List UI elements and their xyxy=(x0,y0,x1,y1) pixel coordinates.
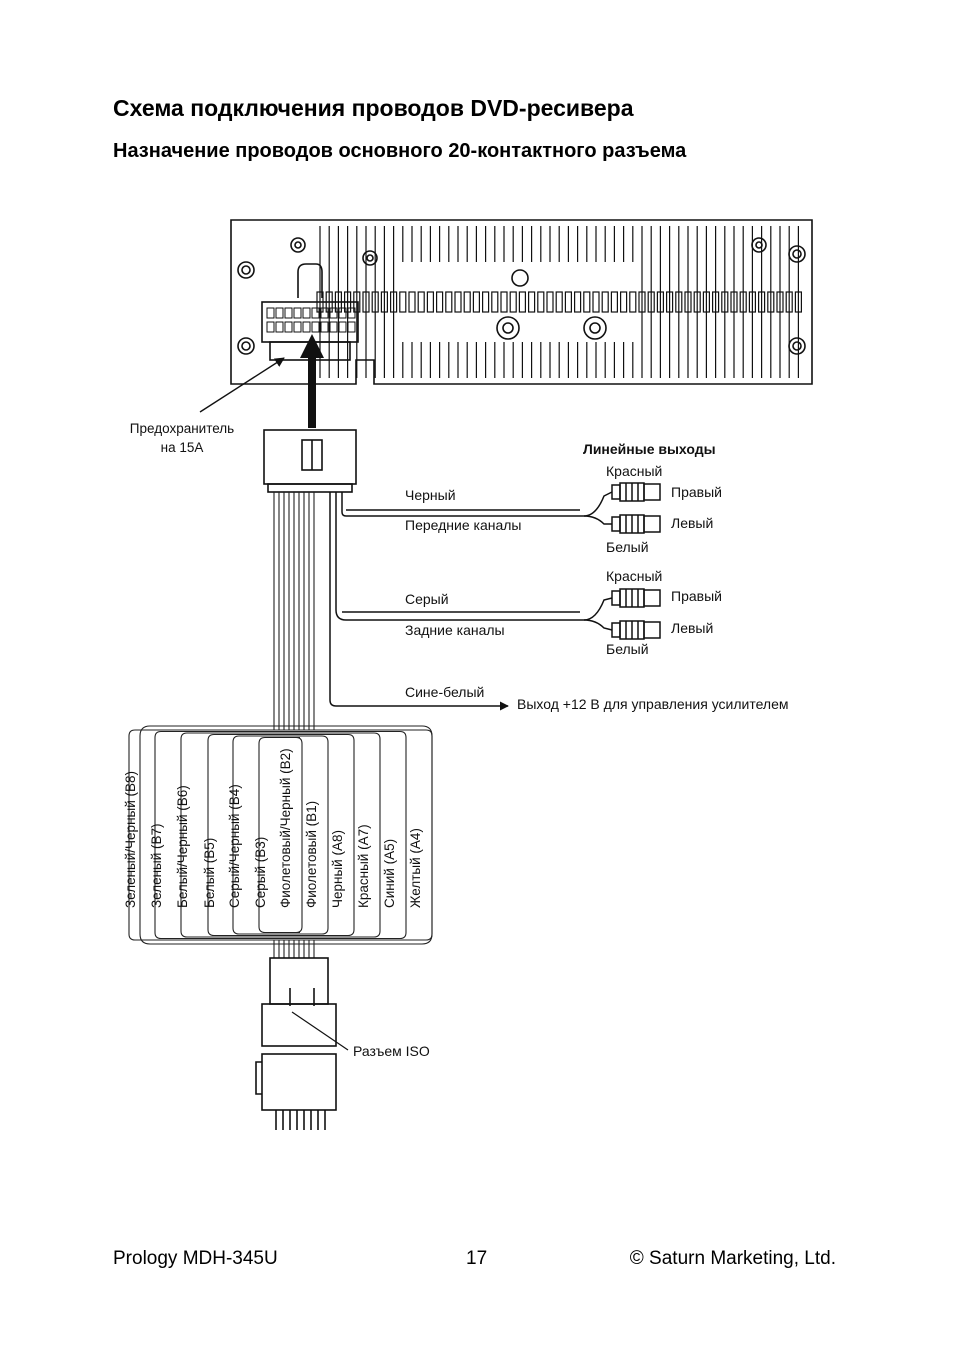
rear-red-label: Красный xyxy=(606,568,662,584)
wire-label: Белый/Черный (В6) xyxy=(175,785,190,908)
footer-model: Prology MDH-345U xyxy=(113,1248,278,1269)
line-outputs-label: Линейные выходы xyxy=(583,441,716,457)
iso-pointer xyxy=(291,1011,349,1051)
fuse-label-line2: на 15А xyxy=(161,440,204,455)
wire-label: Серый/Черный (В4) xyxy=(227,784,242,908)
front-channels-label: Передние каналы xyxy=(405,517,521,533)
front-red-label: Красный xyxy=(606,463,662,479)
fuse-label-line1: Предохранитель xyxy=(130,421,234,436)
rear-channels-label: Задние каналы xyxy=(405,622,505,638)
wire-label: Синий (А5) xyxy=(382,839,397,908)
wire-label: Зеленый (В7) xyxy=(149,823,164,908)
footer-copyright: © Saturn Marketing, Ltd. xyxy=(629,1248,836,1269)
section-subtitle: Назначение проводов основного 20-контакт… xyxy=(113,140,687,162)
wire-label: Зеленый/Черный (В8) xyxy=(123,771,138,908)
iso-connector xyxy=(255,957,337,1130)
rear-rca-branch xyxy=(335,492,661,640)
wire-label: Желтый (А4) xyxy=(408,828,423,908)
fuse-pointer xyxy=(199,357,285,413)
iso-label: Разъем ISO xyxy=(353,1043,430,1059)
wire-label: Белый (В5) xyxy=(202,838,217,908)
amp-remote-wire xyxy=(329,492,509,711)
front-black-label: Черный xyxy=(405,487,456,503)
receiver-rear-panel xyxy=(230,219,813,385)
footer-page-number: 17 xyxy=(466,1248,488,1269)
blue-white-label: Сине-белый xyxy=(405,684,484,700)
wire-label: Фиолетовый (В1) xyxy=(304,801,319,908)
rear-left-label: Левый xyxy=(671,620,713,636)
wire-label: Фиолетовый/Черный (В2) xyxy=(278,748,293,908)
front-right-label: Правый xyxy=(671,484,722,500)
wire-label: Красный (А7) xyxy=(356,824,371,908)
page-title: Схема подключения проводов DVD-ресивера xyxy=(113,95,634,121)
rear-white-label: Белый xyxy=(606,641,649,657)
wire-label: Серый (В3) xyxy=(253,837,268,908)
front-left-label: Левый xyxy=(671,515,713,531)
rear-gray-label: Серый xyxy=(405,591,449,607)
rear-right-label: Правый xyxy=(671,588,722,604)
front-rca-branch xyxy=(341,482,661,534)
amp-output-label: Выход +12 В для управления усилителем xyxy=(517,696,789,712)
wire-label: Черный (А8) xyxy=(330,830,345,908)
main-plug-connector xyxy=(263,429,357,493)
front-white-label: Белый xyxy=(606,539,649,555)
